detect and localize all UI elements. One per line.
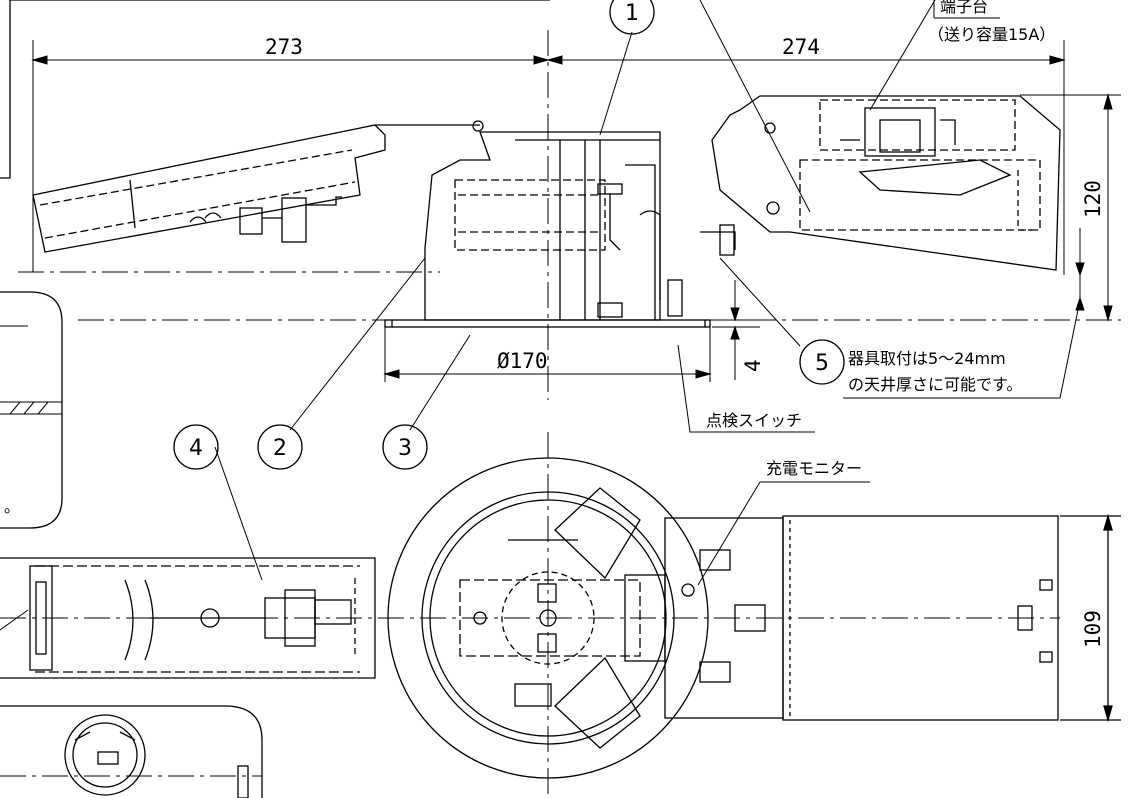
callout-3: 3 (382, 424, 428, 470)
housing-side-view (424, 131, 736, 321)
callout-4: 4 (173, 424, 219, 470)
callout-5: 5 (799, 339, 845, 385)
svg-text:3: 3 (398, 436, 412, 461)
power-unit-side-view (32, 120, 484, 253)
dim-4: 4 (741, 359, 765, 372)
callout-1: 1 (609, 0, 655, 35)
svg-text:5: 5 (815, 351, 829, 376)
lamp-unit-top-view (0, 557, 376, 679)
rim-thickness-dimension (712, 280, 760, 380)
terminal-capacity-label: （送り容量15A） (928, 25, 1055, 44)
mounting-note-line2: の天井厚さに可能です。 (848, 375, 1022, 394)
inspection-switch-label: 点検スイッチ (706, 411, 802, 430)
frame-lines (0, 0, 550, 798)
inset-view (64, 714, 249, 798)
svg-text:2: 2 (273, 436, 287, 461)
svg-text:1: 1 (625, 1, 639, 26)
charge-monitor-label: 充電モニター (766, 459, 862, 478)
ceiling-rim (384, 319, 711, 328)
diameter-dimension (383, 327, 712, 382)
dim-120: 120 (1081, 180, 1105, 218)
inset-text-fragment: 。 (4, 497, 20, 516)
dim-273: 273 (265, 35, 303, 59)
height-dimension (1020, 93, 1121, 322)
width-dimension (31, 40, 1066, 275)
dim-diameter-170: Ø170 (497, 349, 548, 373)
dim-109: 109 (1081, 610, 1105, 648)
terminal-block-label: 端子台 (940, 0, 988, 16)
dim-274: 274 (782, 35, 820, 59)
battery-box-side-view (711, 95, 1061, 271)
inset-hatch (0, 401, 62, 415)
callout-2: 2 (257, 424, 303, 470)
svg-text:4: 4 (189, 436, 203, 461)
battery-box-top-view (664, 513, 1121, 723)
fixture-top-view (387, 457, 709, 779)
mounting-note-line1: 器具取付は5～24mm (848, 349, 1006, 368)
leader-lines (0, 0, 1081, 631)
